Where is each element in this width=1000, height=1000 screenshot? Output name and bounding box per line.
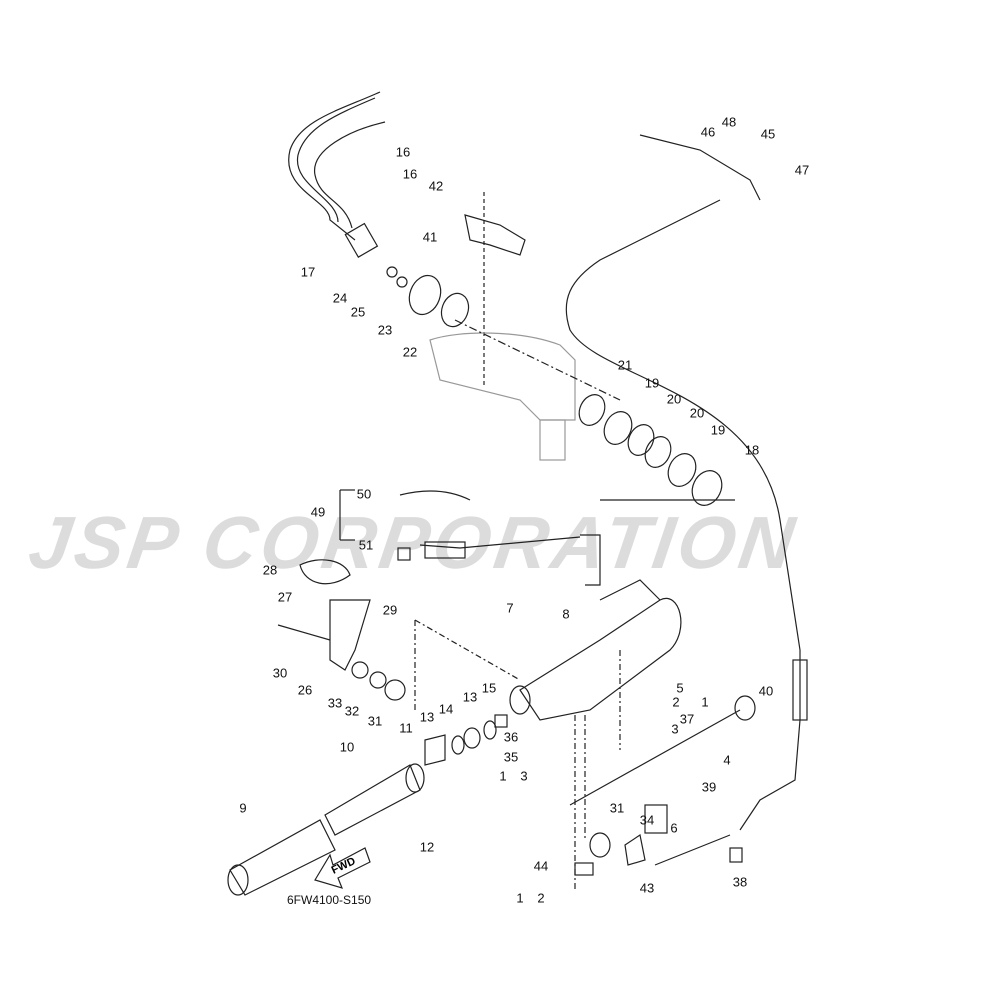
- part-callout: 25: [350, 304, 366, 320]
- part-callout: 16: [402, 166, 418, 182]
- part-callout: 45: [760, 126, 776, 142]
- part-callout: 34: [639, 812, 655, 828]
- part-callout: 18: [744, 442, 760, 458]
- part-callout: 31: [609, 800, 625, 816]
- part-callout: 44: [533, 858, 549, 874]
- part-callout: 39: [701, 779, 717, 795]
- part-callout: 24: [332, 290, 348, 306]
- part-callout: 40: [758, 683, 774, 699]
- part-callout: 3: [671, 721, 679, 737]
- part-callout: 19: [644, 375, 660, 391]
- part-callout: 43: [639, 880, 655, 896]
- part-callout: 1: [516, 890, 524, 906]
- part-callout: 21: [617, 357, 633, 373]
- part-callout: 2: [537, 890, 545, 906]
- part-callout: 10: [339, 739, 355, 755]
- part-callout: 23: [377, 322, 393, 338]
- part-callout: 31: [367, 713, 383, 729]
- part-callout: 27: [277, 589, 293, 605]
- part-callout: 3: [520, 768, 528, 784]
- part-callout: 4: [723, 752, 731, 768]
- part-callout: 15: [481, 680, 497, 696]
- part-callout: 16: [395, 144, 411, 160]
- part-callout: 2: [672, 694, 680, 710]
- part-callout: 20: [666, 391, 682, 407]
- part-callout: 1: [701, 694, 709, 710]
- part-callout: 9: [239, 800, 247, 816]
- part-callout: 36: [503, 729, 519, 745]
- part-callout: 7: [506, 600, 514, 616]
- part-callout: 1: [499, 768, 507, 784]
- part-callout: 22: [402, 344, 418, 360]
- part-callout: 13: [419, 709, 435, 725]
- part-callout: 41: [422, 229, 438, 245]
- part-callout: 35: [503, 749, 519, 765]
- part-callout: 5: [676, 680, 684, 696]
- part-callout: 17: [300, 264, 316, 280]
- part-callout: 26: [297, 682, 313, 698]
- diagram-code: 6FW4100-S150: [287, 893, 372, 907]
- part-callout: 32: [344, 703, 360, 719]
- part-callout: 37: [679, 711, 695, 727]
- part-callout: 12: [419, 839, 435, 855]
- part-callout: 38: [732, 874, 748, 890]
- part-callout: 51: [358, 537, 374, 553]
- part-callout: 46: [700, 124, 716, 140]
- part-callout: 8: [562, 606, 570, 622]
- part-callout: 33: [327, 695, 343, 711]
- part-callout: 28: [262, 562, 278, 578]
- part-callout: 50: [356, 486, 372, 502]
- part-callout: 42: [428, 178, 444, 194]
- part-callout: 6: [670, 820, 678, 836]
- part-callout: 11: [399, 720, 413, 736]
- part-callout: 48: [721, 114, 737, 130]
- part-callout: 13: [462, 689, 478, 705]
- part-callout: 20: [689, 405, 705, 421]
- part-callout: 30: [272, 665, 288, 681]
- part-callout: 14: [438, 701, 454, 717]
- part-callout: 47: [794, 162, 810, 178]
- part-callout: 19: [710, 422, 726, 438]
- part-callout: 49: [310, 504, 326, 520]
- part-callout: 29: [382, 602, 398, 618]
